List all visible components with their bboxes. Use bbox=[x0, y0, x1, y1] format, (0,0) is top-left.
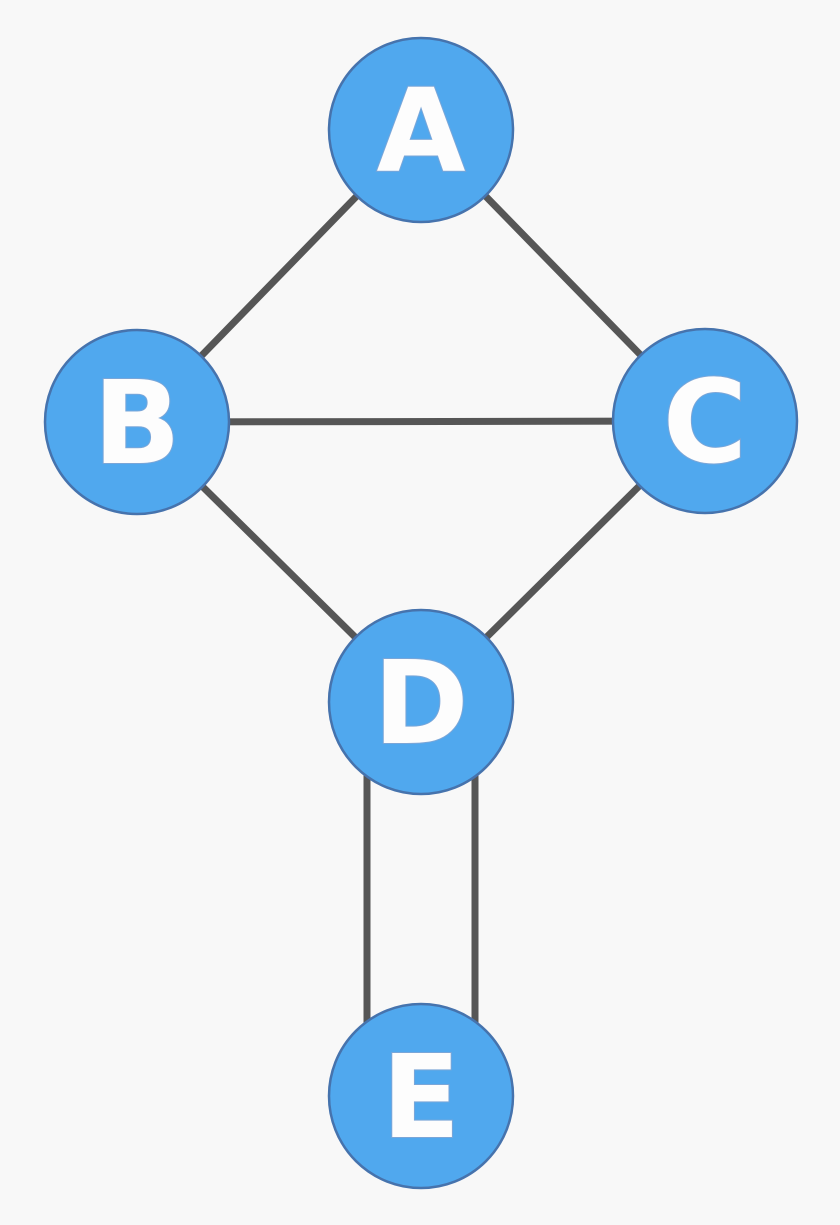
node-circle-A bbox=[327, 36, 515, 224]
node-label-D: D bbox=[373, 637, 468, 771]
node-A: A bbox=[327, 36, 515, 224]
node-C: C bbox=[611, 327, 799, 515]
node-circle-D bbox=[327, 608, 515, 796]
node-B: B bbox=[43, 328, 231, 516]
node-label-C: C bbox=[663, 356, 747, 490]
node-D: D bbox=[327, 608, 515, 796]
nodes-layer: A B C D E bbox=[43, 36, 799, 1190]
node-label-A: A bbox=[376, 65, 465, 199]
edge-B-C bbox=[136, 417, 706, 426]
node-circle-E bbox=[327, 1002, 515, 1190]
node-label-E: E bbox=[382, 1031, 461, 1165]
node-circle-B bbox=[43, 328, 231, 516]
node-label-B: B bbox=[93, 357, 181, 491]
node-E: E bbox=[327, 1002, 515, 1190]
node-circle-C bbox=[611, 327, 799, 515]
